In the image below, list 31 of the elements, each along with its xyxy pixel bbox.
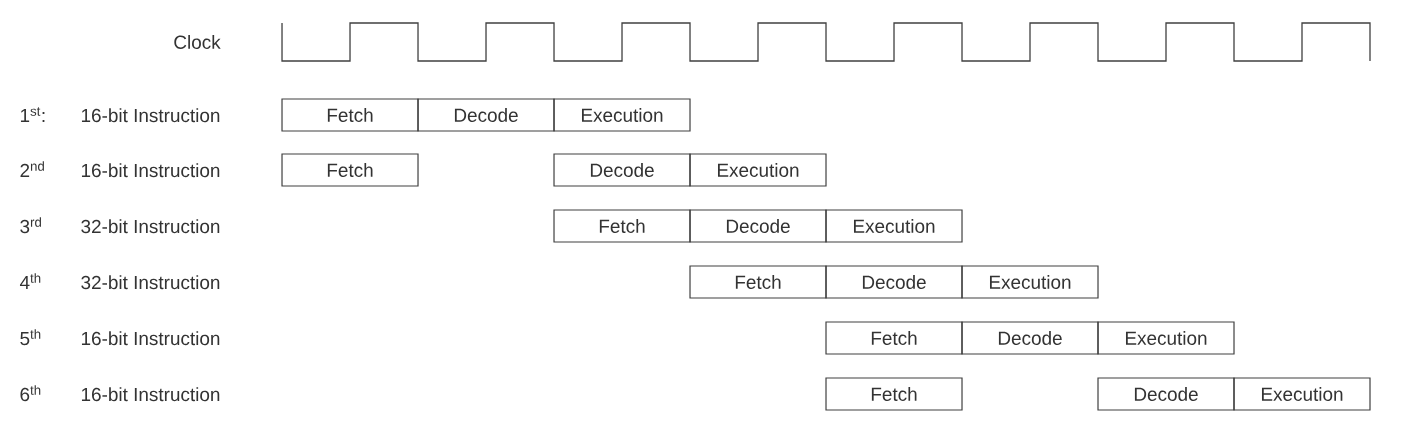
stage-box: Execution — [961, 265, 1099, 299]
stage-box: Fetch — [553, 209, 691, 243]
stage-box: Execution — [1097, 321, 1235, 355]
stage-box: Decode — [825, 265, 963, 299]
instruction-label: 16-bit Instruction — [82, 387, 220, 402]
row-number: 1$^{st}$: — [21, 107, 45, 122]
stage-box: Fetch — [281, 153, 419, 187]
stage-box: Execution — [825, 209, 963, 243]
stage-box: Fetch — [689, 265, 827, 299]
stage-box: Decode — [689, 209, 827, 243]
stage-box: Fetch — [825, 377, 963, 411]
stage-box: Execution — [689, 153, 827, 187]
stage-box: Execution — [1233, 377, 1371, 411]
stage-box: Decode — [417, 98, 555, 132]
instruction-label: 32-bit Instruction — [81, 219, 220, 234]
stage-box: Decode — [553, 153, 691, 187]
stage-box: Execution — [553, 98, 691, 132]
instruction-label: 16-bit Instruction — [82, 331, 220, 346]
stage-box: Fetch — [825, 321, 963, 355]
instruction-label: 16-bit Instruction — [82, 163, 220, 178]
row-number: 4$^{th}$ — [20, 273, 41, 289]
instruction-label: 32-bit Instruction — [81, 275, 220, 290]
row-number: 6$^{th}$ — [20, 385, 41, 402]
stage-box: Decode — [961, 321, 1099, 355]
row-number: 2$^{nd}$ — [20, 161, 44, 177]
instruction-label: 16-bit Instruction — [82, 108, 220, 123]
row-number: 3$^{rd}$ — [20, 217, 41, 234]
signal-label: Clock — [174, 35, 221, 49]
stage-box: Fetch — [281, 98, 419, 132]
row-number: 5$^{th}$ — [20, 329, 41, 346]
stage-box: Decode — [1097, 377, 1235, 411]
